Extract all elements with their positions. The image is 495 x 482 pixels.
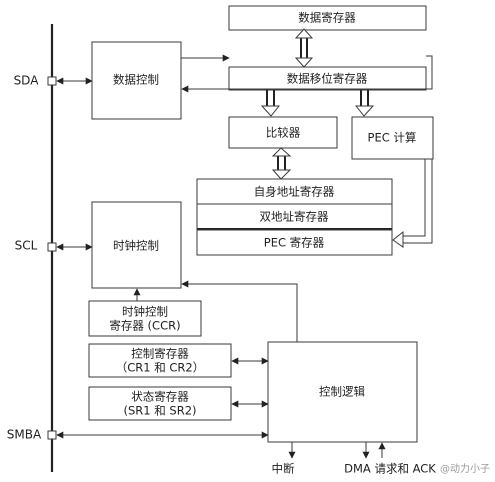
data-shift-register-label: 数据移位寄存器: [287, 72, 368, 86]
control-register-label-line1: 控制寄存器: [131, 347, 189, 361]
sda-terminal: [47, 76, 57, 86]
watermark-text: @动力小子: [440, 462, 490, 475]
status-register-label-line1: 状态寄存器: [131, 390, 189, 404]
sda-pin-label: SDA: [14, 74, 40, 88]
clock-control-label: 时钟控制: [113, 239, 159, 253]
double-arrow-comparator-to-address: [271, 147, 292, 180]
comparator-block: [228, 116, 338, 149]
shift-to-pec-calc-hollow-arrow: [354, 90, 375, 117]
pec-calc-block: [351, 116, 434, 160]
shift-to-data-control-arrow: [229, 55, 433, 90]
ccr-label-line1: 时钟控制: [122, 305, 168, 319]
data-register-label: 数据寄存器: [298, 11, 356, 25]
data-shift-register-block: [228, 66, 427, 91]
dual-address-register-block: [196, 203, 393, 230]
double-arrow-data-to-shift: [294, 28, 314, 68]
smba-pin-label: SMBA: [7, 428, 42, 442]
data-control-block: [91, 41, 182, 120]
smba-terminal: [47, 430, 57, 440]
control-logic-label: 控制逻辑: [319, 385, 365, 399]
pec-calc-to-pec-register-arrow: [392, 159, 433, 248]
scl-pin-label: SCL: [15, 239, 38, 253]
own-address-register-label: 自身地址寄存器: [254, 185, 335, 199]
interrupt-label: 中断: [272, 462, 295, 476]
control-logic-to-clock-control-arrow: [181, 280, 298, 342]
data-control-label: 数据控制: [113, 73, 159, 87]
shift-to-comparator-hollow-arrow: [260, 90, 281, 117]
control-logic-block: [267, 341, 418, 443]
scl-terminal: [47, 242, 57, 252]
clock-control-block: [91, 201, 182, 289]
pec-register-label: PEC 寄存器: [264, 236, 325, 250]
dual-address-register-label: 双地址寄存器: [260, 210, 329, 224]
control-register-block: [88, 343, 232, 378]
own-address-register-block: [196, 178, 393, 205]
control-register-label-line2: （CR1 和 CR2）: [116, 361, 205, 375]
ccr-label-line2: 寄存器 (CCR): [109, 319, 180, 333]
dma-ack-label: DMA 请求和 ACK: [344, 462, 436, 476]
pec-register-block: [196, 229, 393, 256]
clock-control-register-block: [88, 300, 202, 337]
comparator-label: 比较器: [266, 126, 301, 140]
data-register-block: [228, 5, 427, 31]
pec-calc-label: PEC 计算: [368, 131, 417, 145]
status-register-block: [88, 386, 232, 421]
status-register-label-line2: (SR1 和 SR2): [124, 404, 197, 418]
